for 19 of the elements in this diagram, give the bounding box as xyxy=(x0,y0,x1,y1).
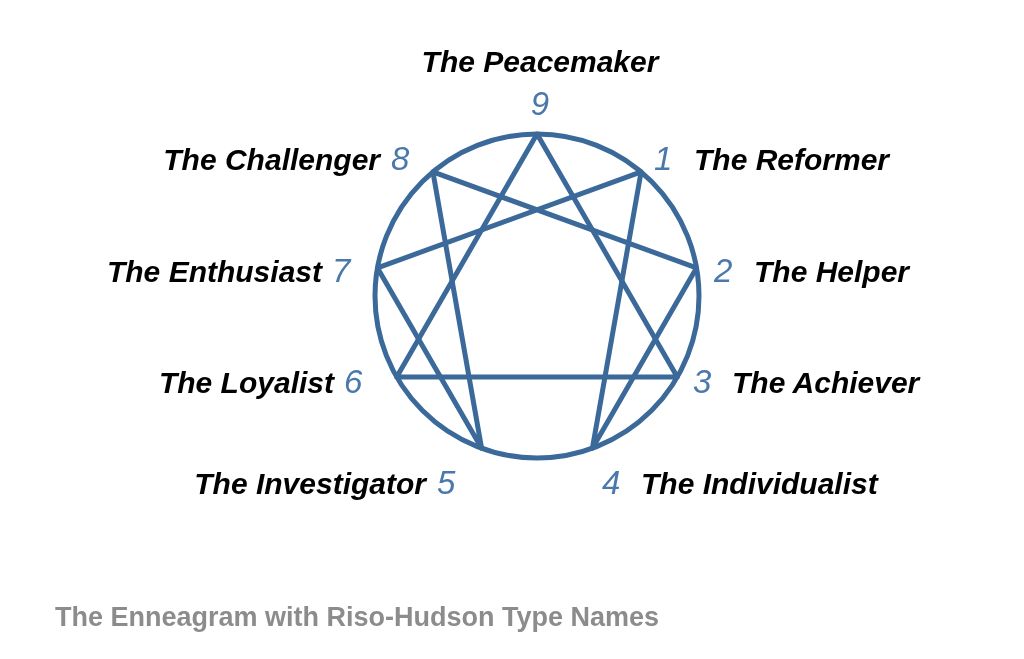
type-name: The Peacemaker xyxy=(421,47,659,77)
type-number: 2 xyxy=(714,253,733,287)
type-name: The Challenger xyxy=(163,145,380,175)
type-name: The Loyalist xyxy=(158,368,334,398)
type-name: The Reformer xyxy=(694,145,890,175)
type-number: 3 xyxy=(693,364,712,398)
type-number: 9 xyxy=(530,86,550,120)
type-number: 5 xyxy=(437,465,456,499)
type-name: The Enthusiast xyxy=(106,257,322,287)
type-number: 6 xyxy=(344,364,363,398)
type-number: 7 xyxy=(332,253,351,287)
type-number: 4 xyxy=(602,465,621,499)
type-name: The Achiever xyxy=(732,368,920,398)
type-name: The Investigator xyxy=(194,469,426,499)
type-name: The Helper xyxy=(754,257,910,287)
type-name: The Individualist xyxy=(641,469,878,499)
type-number: 8 xyxy=(391,141,410,175)
type-number: 1 xyxy=(654,141,673,175)
caption: The Enneagram with Riso-Hudson Type Names xyxy=(55,601,660,634)
